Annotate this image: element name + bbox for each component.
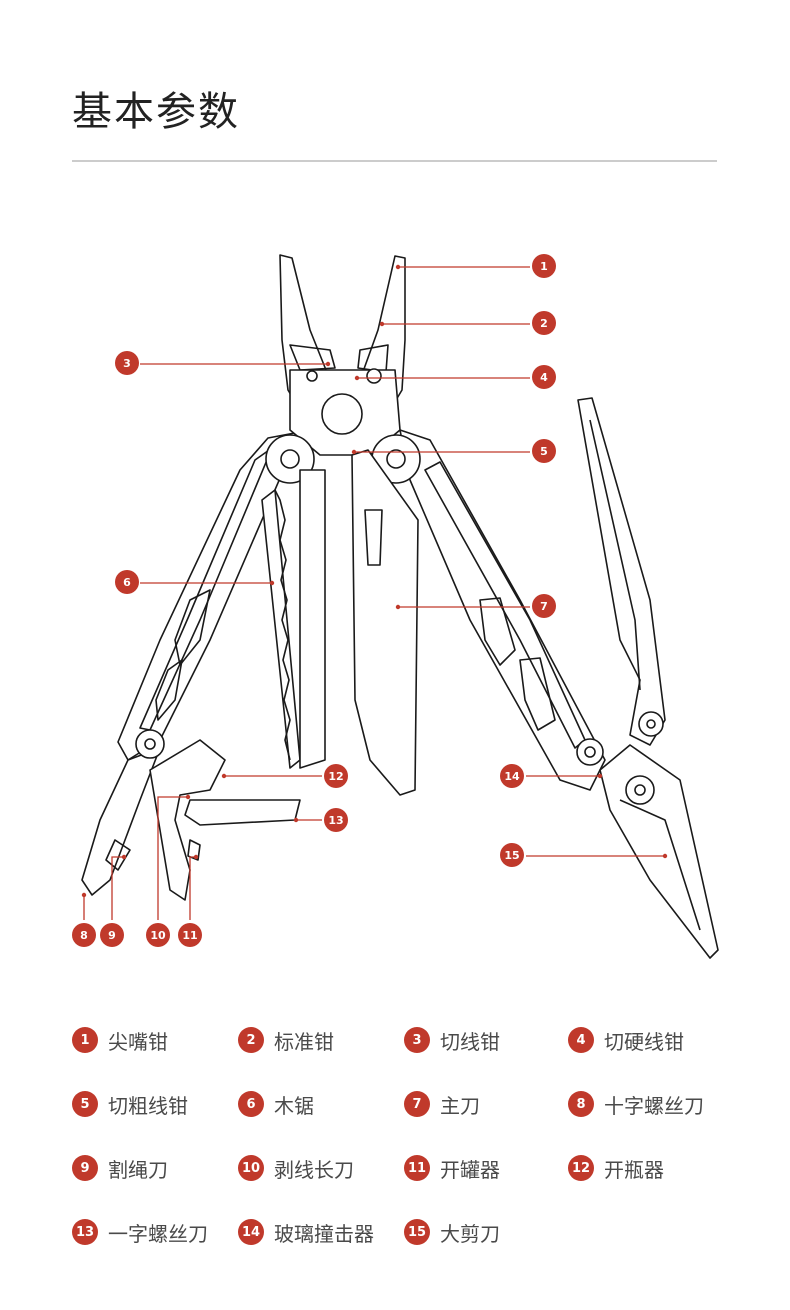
callout-anchor-dots (81, 264, 668, 898)
legend-item: 10 剥线长刀 (238, 1150, 354, 1186)
legend-number-badge: 5 (72, 1091, 98, 1117)
callout-8: 8 (72, 923, 96, 947)
callout-badges: 1 2 3 4 5 6 7 8 9 10 11 12 13 14 15 (72, 254, 556, 947)
legend-item: 7 主刀 (404, 1086, 480, 1122)
callout-14: 14 (500, 764, 524, 788)
callout-7-label: 7 (540, 600, 548, 613)
callout-3: 3 (115, 351, 139, 375)
legend-number-badge: 2 (238, 1027, 264, 1053)
callout-7: 7 (532, 594, 556, 618)
legend-label: 大剪刀 (440, 1221, 500, 1246)
legend-number-badge: 4 (568, 1027, 594, 1053)
legend-item: 5 切粗线钳 (72, 1086, 188, 1122)
legend-label: 标准钳 (274, 1029, 334, 1054)
legend-number-badge: 7 (404, 1091, 430, 1117)
legend-label: 切粗线钳 (108, 1093, 188, 1118)
legend-item: 8 十字螺丝刀 (568, 1086, 704, 1122)
legend-label: 木锯 (274, 1093, 314, 1118)
callout-4-label: 4 (540, 371, 548, 384)
legend-item: 3 切线钳 (404, 1022, 500, 1058)
title-divider (72, 160, 717, 162)
legend-item: 2 标准钳 (238, 1022, 334, 1058)
legend-number-badge: 3 (404, 1027, 430, 1053)
legend-number-badge: 13 (72, 1219, 98, 1245)
legend-item: 12 开瓶器 (568, 1150, 664, 1186)
callout-10: 10 (146, 923, 170, 947)
callout-14-label: 14 (504, 770, 520, 783)
legend-number-badge: 10 (238, 1155, 264, 1181)
callout-15: 15 (500, 843, 524, 867)
multitool-illustration (81, 254, 719, 959)
callout-3-label: 3 (123, 357, 131, 370)
legend-number-badge: 12 (568, 1155, 594, 1181)
legend-label: 切线钳 (440, 1029, 500, 1054)
callout-6-label: 6 (123, 576, 131, 589)
legend-label: 开瓶器 (604, 1157, 664, 1182)
callout-11-label: 11 (182, 929, 197, 942)
callout-5-label: 5 (540, 445, 548, 458)
legend-label: 开罐器 (440, 1157, 500, 1182)
multitool-diagram: 1 2 3 4 5 6 7 8 9 10 11 12 13 14 15 (72, 254, 719, 959)
callout-5: 5 (532, 439, 556, 463)
legend-label: 切硬线钳 (604, 1029, 684, 1054)
callout-1-label: 1 (540, 260, 548, 273)
legend-item: 15 大剪刀 (404, 1214, 500, 1250)
callout-10-label: 10 (150, 929, 166, 942)
callout-4: 4 (532, 365, 556, 389)
callout-9: 9 (100, 923, 124, 947)
legend-item: 14 玻璃撞击器 (238, 1214, 374, 1250)
callout-8-label: 8 (80, 929, 88, 942)
legend-label: 割绳刀 (108, 1157, 168, 1182)
legend-item: 6 木锯 (238, 1086, 314, 1122)
legend-number-badge: 11 (404, 1155, 430, 1181)
legend-item: 11 开罐器 (404, 1150, 500, 1186)
callout-9-label: 9 (108, 929, 116, 942)
legend-label: 一字螺丝刀 (108, 1221, 208, 1246)
legend-number-badge: 9 (72, 1155, 98, 1181)
legend-number-badge: 6 (238, 1091, 264, 1117)
callout-2-label: 2 (540, 317, 548, 330)
legend-item: 4 切硬线钳 (568, 1022, 684, 1058)
legend-label: 剥线长刀 (274, 1157, 354, 1182)
callout-13: 13 (324, 808, 348, 832)
legend-item: 13 一字螺丝刀 (72, 1214, 208, 1250)
callout-1: 1 (532, 254, 556, 278)
legend-label: 尖嘴钳 (108, 1029, 168, 1054)
page-title: 基本参数 (72, 89, 240, 135)
callout-13-label: 13 (328, 814, 343, 827)
legend-label: 十字螺丝刀 (604, 1093, 704, 1118)
callout-2: 2 (532, 311, 556, 335)
callout-6: 6 (115, 570, 139, 594)
legend-label: 玻璃撞击器 (274, 1221, 374, 1246)
legend-number-badge: 1 (72, 1027, 98, 1053)
callout-leaders (83, 266, 665, 920)
legend-number-badge: 14 (238, 1219, 264, 1245)
legend-number-badge: 15 (404, 1219, 430, 1245)
callout-15-label: 15 (504, 849, 519, 862)
callout-11: 11 (178, 923, 202, 947)
legend-item: 1 尖嘴钳 (72, 1022, 168, 1058)
callout-12-label: 12 (328, 770, 343, 783)
legend-number-badge: 8 (568, 1091, 594, 1117)
legend-label: 主刀 (440, 1093, 480, 1118)
callout-12: 12 (324, 764, 348, 788)
legend-item: 9 割绳刀 (72, 1150, 168, 1186)
